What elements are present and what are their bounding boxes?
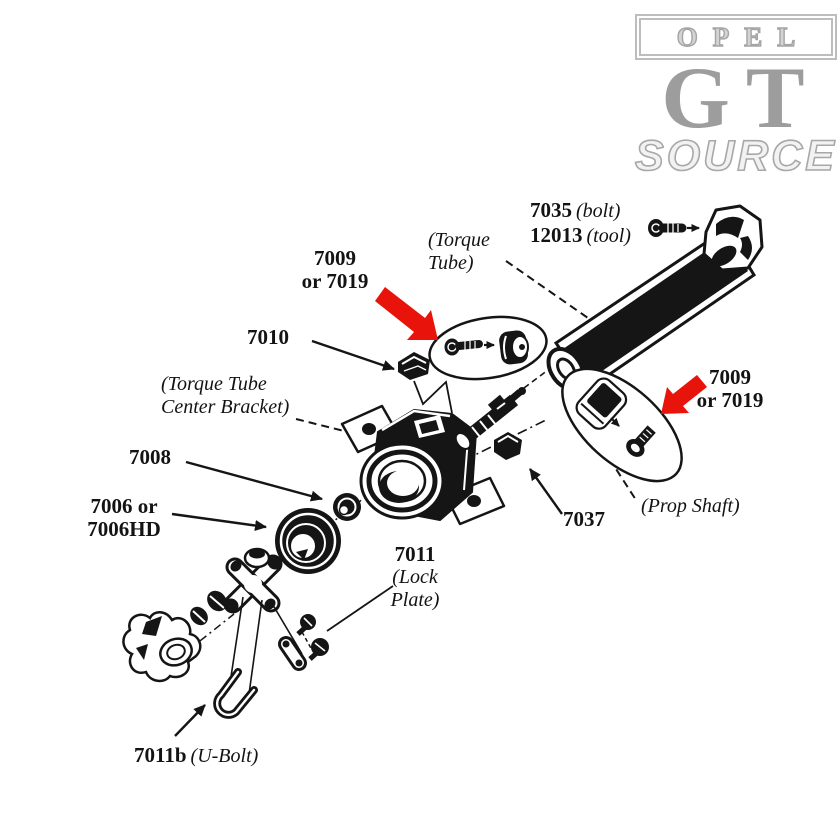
part-number: 7011b <box>134 743 187 767</box>
part-number: 7035 <box>530 198 572 222</box>
callout-7011: 7011 (Lock Plate) <box>390 542 440 612</box>
callout-prop-shaft: (Prop Shaft) <box>641 495 740 517</box>
part-note: (bolt) <box>576 200 621 222</box>
callout-torque-tube: (Torque Tube) <box>428 229 490 274</box>
callout-7009-upper: 7009 or 7019 <box>301 246 369 293</box>
u-joint-assembly-drawing <box>122 547 303 695</box>
highlight-arrow-upper-icon <box>375 287 438 340</box>
center-bracket-drawing <box>340 380 506 526</box>
cushion-7010-drawing <box>398 352 430 380</box>
torque-tube-flange-drawing <box>702 204 764 272</box>
prop-shaft-spline-drawing <box>454 387 526 450</box>
gt-logo-text: GT <box>661 50 821 147</box>
part-number: 12013 <box>530 223 583 247</box>
opel-logo-text: OPEL <box>676 21 811 52</box>
coupling-7006-drawing <box>275 508 341 574</box>
kit-ellipse-lower <box>561 367 683 483</box>
cushion-7037-drawing <box>494 432 522 460</box>
callout-7037: 7037 <box>563 507 605 531</box>
part-note: (U-Bolt) <box>190 745 259 767</box>
lock-plate-drawing <box>278 614 329 671</box>
part-note: (tool) <box>586 225 631 247</box>
callout-7035-12013: 7035 (bolt) 12013 (tool) <box>530 199 631 249</box>
u-bolt-drawing <box>213 668 258 719</box>
kit-ellipse-upper <box>428 315 548 381</box>
callout-7008: 7008 <box>129 445 171 469</box>
callout-7011b: 7011b (U-Bolt) <box>134 744 258 769</box>
opel-gt-source-watermark: OPEL GT SOURCE <box>634 14 837 180</box>
opel-logo-box: OPEL <box>635 14 837 60</box>
source-logo-text: SOURCE <box>634 132 837 180</box>
grommet-7008-drawing <box>333 493 361 521</box>
callout-7009-lower: 7009 or 7019 <box>696 365 764 412</box>
highlight-arrow-lower-icon <box>661 375 707 414</box>
leader-arrows <box>171 339 563 737</box>
callout-7010: 7010 <box>247 325 289 349</box>
callout-center-bracket: (Torque Tube Center Bracket) <box>161 373 290 418</box>
bolt-7035-icon <box>648 219 700 237</box>
callout-7006: 7006 or 7006HD <box>87 494 161 541</box>
